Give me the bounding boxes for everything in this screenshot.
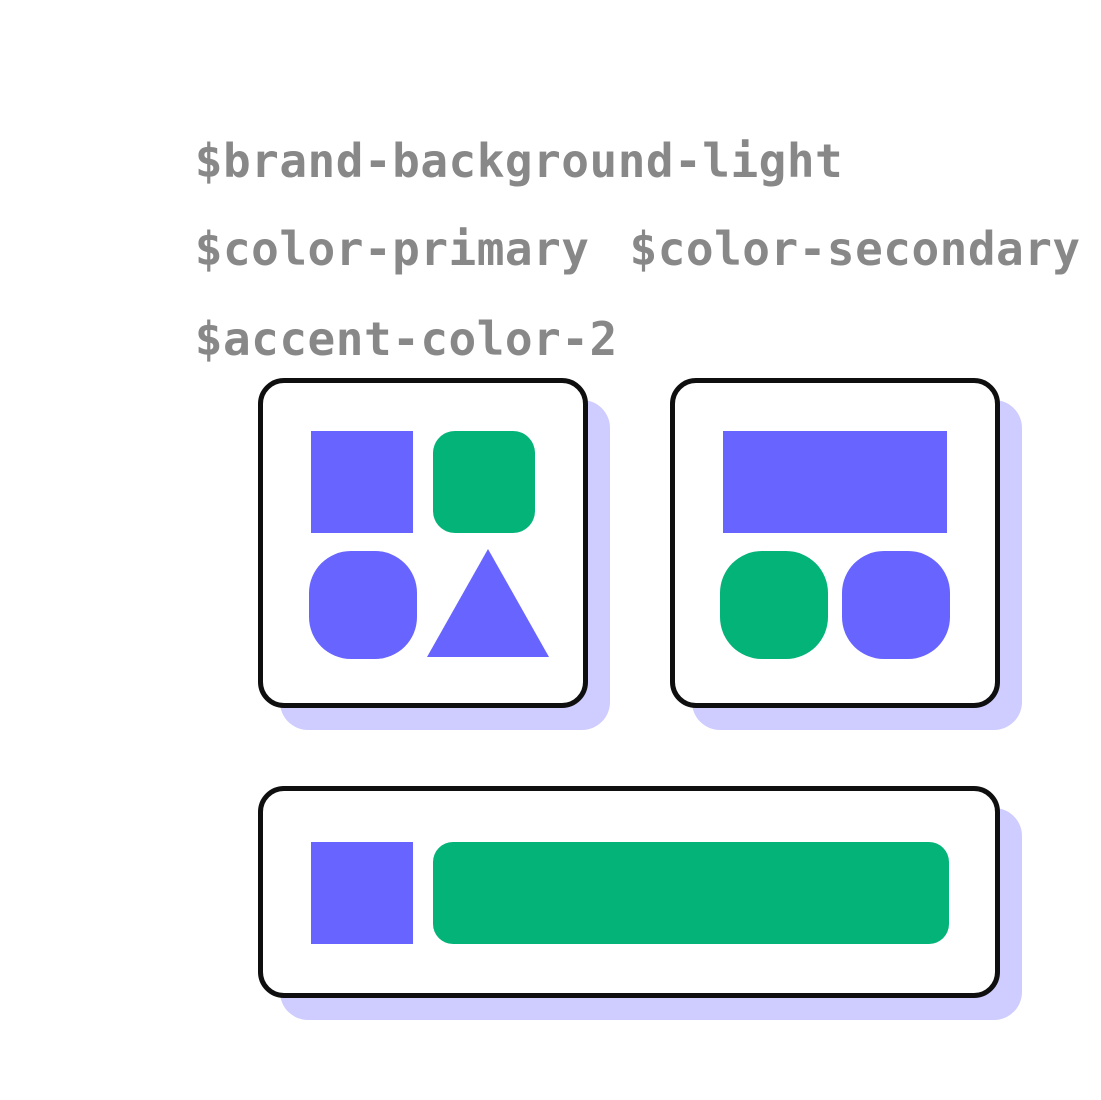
- rectangle-shape: [723, 431, 947, 533]
- variable-line-2: $color-primary $color-secondary: [82, 168, 1081, 330]
- card-3: [258, 786, 1000, 998]
- card-1: [258, 378, 588, 708]
- circle-shape-green: [720, 551, 828, 659]
- circle-shape-purple: [842, 551, 950, 659]
- variable-line-3: $accent-color-2: [82, 258, 618, 420]
- triangle-shape: [427, 549, 549, 657]
- variable-brand-background-light: $brand-background-light: [194, 134, 844, 188]
- rounded-square-shape: [433, 431, 535, 533]
- square-shape: [311, 431, 413, 533]
- card-2: [670, 378, 1000, 708]
- circle-shape: [309, 551, 417, 659]
- variable-accent-color-2: $accent-color-2: [194, 312, 618, 366]
- variable-line-1: $brand-background-light: [82, 80, 843, 242]
- variable-color-secondary: $color-secondary: [629, 222, 1081, 276]
- square-shape: [311, 842, 413, 944]
- long-rounded-bar-shape: [433, 842, 949, 944]
- variable-color-primary: $color-primary: [194, 222, 590, 276]
